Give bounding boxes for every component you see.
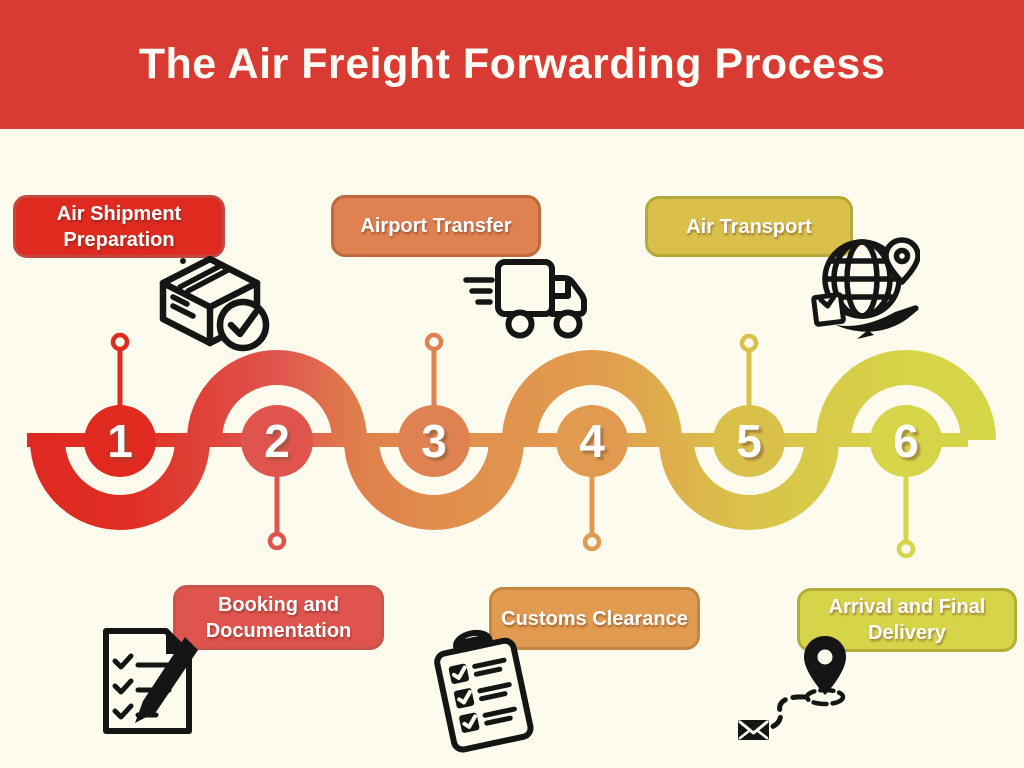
step-node-6: 6 — [870, 405, 942, 559]
step-number: 2 — [264, 415, 290, 467]
step-circle — [398, 405, 470, 477]
wave-arc-5 — [659, 439, 839, 530]
step-circle — [84, 405, 156, 477]
step-circle — [713, 405, 785, 477]
step-label-text: Air Transport — [686, 215, 812, 238]
step-label-text: Booking and Documentation — [205, 593, 352, 642]
clipboard-checklist-icon — [434, 629, 534, 753]
global-shipping-icon — [811, 237, 920, 339]
step-connector-ring — [739, 333, 759, 353]
step-label-text: Airport Transfer — [360, 215, 512, 237]
delivery-truck-icon — [463, 259, 587, 339]
step-label-airport-transfer: Airport Transfer — [331, 195, 541, 257]
step-label-booking-and-documentation: Booking and Documentation — [173, 585, 384, 650]
title-banner: The Air Freight Forwarding Process — [0, 0, 1024, 129]
step-number: 3 — [421, 415, 447, 467]
wave-arc-2 — [187, 350, 367, 441]
route-destination-icon — [738, 636, 846, 740]
page-title: The Air Freight Forwarding Process — [138, 40, 886, 88]
step-connector-ring — [267, 531, 287, 551]
wave-baseline — [27, 433, 968, 447]
step-node-2: 2 — [241, 405, 313, 551]
step-label-text: Customs Clearance — [501, 607, 688, 630]
step-label-customs-clearance: Customs Clearance — [489, 587, 700, 650]
step-node-4: 4 — [556, 405, 628, 552]
package-check-icon — [159, 255, 270, 352]
step-node-5: 5 — [713, 333, 785, 477]
step-label-air-shipment-preparation: Air Shipment Preparation — [13, 195, 225, 258]
step-connector-ring — [582, 532, 602, 552]
step-number: 5 — [736, 415, 762, 467]
wave-arc-4 — [502, 350, 682, 441]
step-connector-ring — [896, 539, 916, 559]
step-circle — [556, 405, 628, 477]
step-connector-ring — [110, 332, 130, 352]
step-number: 1 — [107, 415, 133, 467]
wave-arc-3 — [344, 439, 524, 530]
step-node-3: 3 — [398, 332, 470, 477]
step-number: 4 — [579, 415, 605, 467]
step-label-text: Arrival and Final Delivery — [828, 596, 986, 644]
wave-arc-1 — [30, 439, 210, 530]
step-label-air-transport: Air Transport — [645, 196, 853, 257]
step-node-1: 1 — [84, 332, 156, 477]
step-label-text: Air Shipment Preparation — [56, 202, 182, 251]
step-connector-ring — [424, 332, 444, 352]
wave-arc-6 — [816, 350, 996, 441]
step-circle — [241, 405, 313, 477]
step-circle — [870, 405, 942, 477]
step-number: 6 — [893, 415, 919, 467]
document-pencil-icon — [103, 628, 198, 734]
